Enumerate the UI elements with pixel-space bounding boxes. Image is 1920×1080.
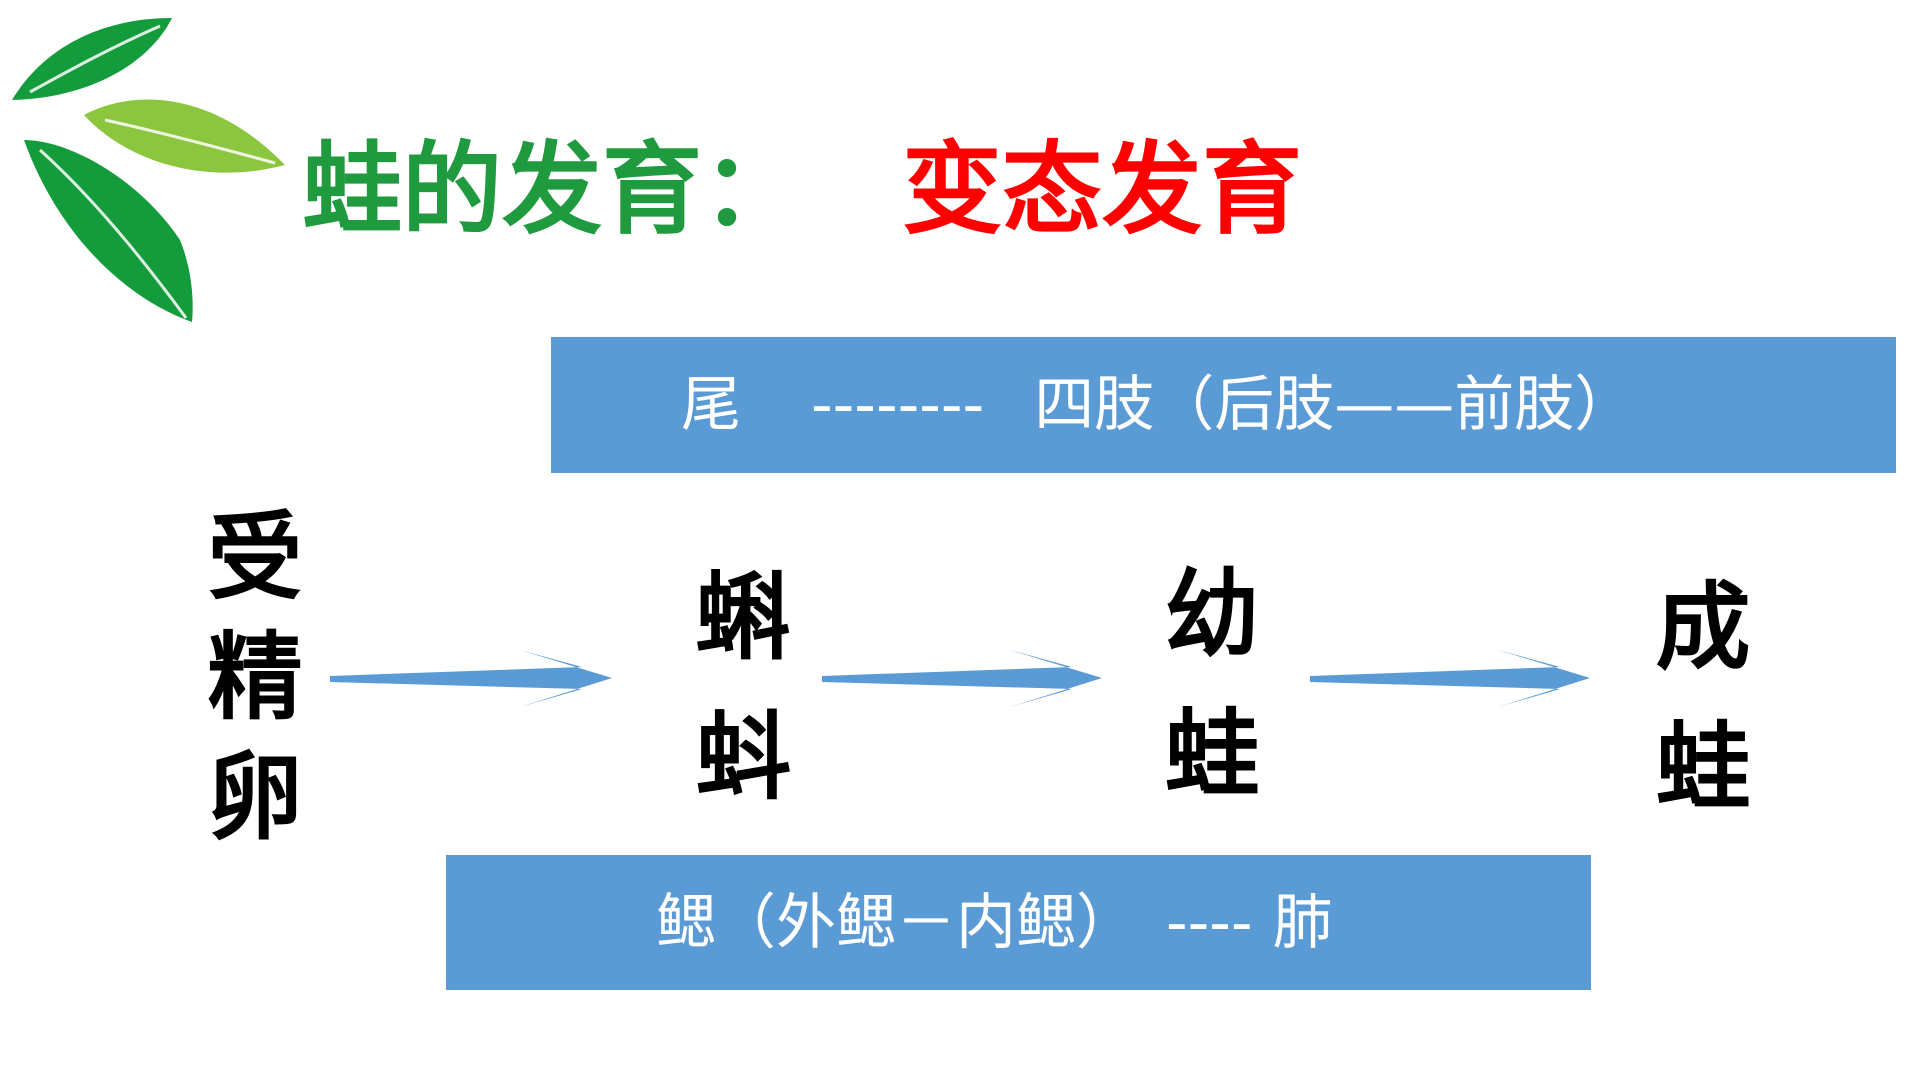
- stage-fertilized-egg: 受 精 卵: [200, 510, 310, 870]
- stage-char: 蚪: [695, 702, 791, 813]
- tail-label: 尾: [681, 370, 741, 440]
- stage-char: 受: [207, 502, 303, 613]
- arrow-right-icon: [330, 650, 612, 707]
- arrow-right-icon: [822, 650, 1102, 707]
- leaf-middle-icon: [84, 99, 285, 173]
- stage-adult-frog: 成 蛙: [1648, 580, 1758, 860]
- stage-char: 幼: [1164, 559, 1260, 670]
- gills-lung-dashes: ----: [1166, 887, 1253, 958]
- arrow-right-icon: [1310, 650, 1590, 707]
- tail-limbs-bar: 尾 -------- 四肢（后肢——前肢）: [551, 337, 1896, 473]
- gills-lung-bar: 鳃（外鳃－内鳃） ---- 肺: [446, 855, 1591, 990]
- stage-char: 蛙: [1655, 712, 1751, 823]
- title-main: 蛙的发育：: [302, 131, 802, 248]
- tail-limbs-dashes: --------: [811, 370, 985, 440]
- stage-tadpole: 蝌 蚪: [688, 570, 798, 850]
- title-accent: 变态发育: [902, 131, 1302, 248]
- stage-char: 蝌: [695, 562, 791, 673]
- lung-label: 肺: [1272, 887, 1333, 958]
- stage-froglet: 幼 蛙: [1157, 567, 1267, 847]
- stage-char: 精: [207, 622, 303, 733]
- page-title: 蛙的发育： 变态发育: [302, 120, 1302, 260]
- stage-char: 成: [1655, 572, 1751, 683]
- limbs-label: 四肢（后肢——前肢）: [1034, 370, 1635, 440]
- stage-char: 卵: [207, 742, 303, 853]
- gills-label: 鳃（外鳃－内鳃）: [656, 887, 1136, 958]
- leaf-bottom-icon: [24, 140, 193, 322]
- leaf-logo-icon: [12, 18, 285, 322]
- stage-char: 蛙: [1164, 699, 1260, 810]
